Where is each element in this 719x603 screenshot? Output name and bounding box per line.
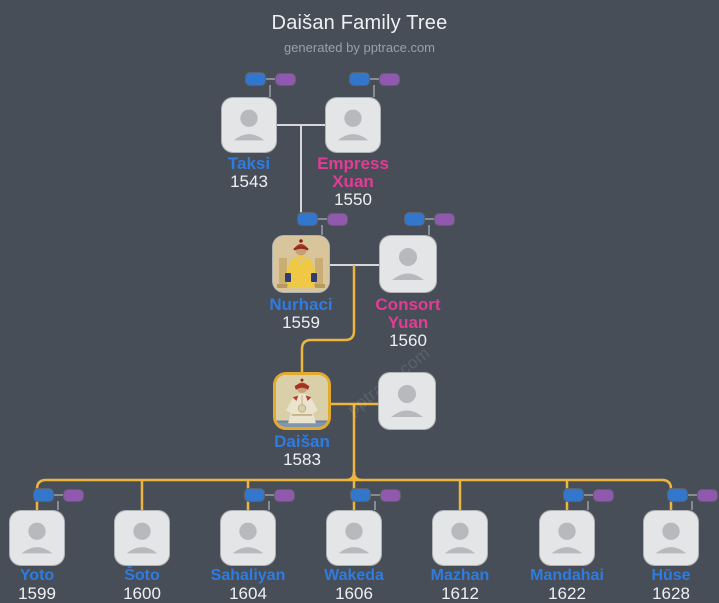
birth-year: 1543	[230, 172, 268, 191]
person-silhouette-icon	[337, 109, 369, 141]
person-silhouette-icon	[391, 385, 423, 417]
person-silhouette-icon	[655, 522, 687, 554]
badge-connector	[371, 494, 380, 496]
person-name: Yoto	[19, 567, 55, 584]
birth-year: 1583	[283, 450, 321, 469]
daisan-portrait	[276, 375, 328, 427]
birth-year: 1628	[652, 584, 690, 603]
person-card[interactable]	[273, 372, 331, 430]
person-name: Šoto	[124, 567, 160, 584]
birth-year: 1604	[229, 584, 267, 603]
badge-stub	[428, 225, 430, 235]
person-silhouette-icon	[551, 522, 583, 554]
person-silhouette-icon	[392, 248, 424, 280]
person-silhouette-icon	[232, 522, 264, 554]
person-silhouette-icon	[21, 522, 53, 554]
birth-year: 1606	[335, 584, 373, 603]
birth-year: 1622	[548, 584, 586, 603]
father-badge[interactable]	[349, 72, 370, 86]
person-silhouette-icon	[338, 522, 370, 554]
person-card[interactable]	[221, 97, 277, 153]
badge-connector	[584, 494, 593, 496]
badge-connector	[54, 494, 63, 496]
mother-badge[interactable]	[274, 489, 295, 502]
father-badge[interactable]	[33, 488, 54, 502]
person-card[interactable]	[379, 235, 437, 293]
person-card[interactable]	[643, 510, 699, 566]
badge-stub	[374, 501, 376, 510]
birth-year: 1600	[123, 584, 161, 603]
father-badge[interactable]	[563, 488, 584, 502]
mother-badge[interactable]	[380, 489, 401, 502]
person-name: Hūse	[651, 567, 691, 584]
badge-stub	[57, 501, 59, 510]
badge-connector	[425, 218, 434, 220]
person-card[interactable]	[9, 510, 65, 566]
father-badge[interactable]	[244, 488, 265, 502]
person-silhouette-icon	[126, 522, 158, 554]
mother-badge[interactable]	[379, 73, 400, 86]
page-title: Daišan Family Tree	[271, 12, 448, 34]
person-name: Taksi	[227, 154, 271, 173]
person-name: Mandahai	[530, 567, 604, 584]
badge-stub	[269, 85, 271, 97]
badge-stub	[268, 501, 270, 510]
person-card[interactable]	[378, 372, 436, 430]
nurhaci-portrait	[273, 236, 329, 292]
person-name: Wakeda	[324, 567, 384, 584]
father-badge[interactable]	[350, 488, 371, 502]
mother-badge[interactable]	[434, 213, 455, 226]
birth-year: 1599	[18, 584, 56, 603]
badge-connector	[688, 494, 697, 496]
mother-badge[interactable]	[327, 213, 348, 226]
person-card[interactable]	[539, 510, 595, 566]
person-card[interactable]	[432, 510, 488, 566]
father-badge[interactable]	[667, 488, 688, 502]
birth-year: 1550	[334, 190, 372, 209]
mother-badge[interactable]	[593, 489, 614, 502]
person-name: Sahaliyan	[210, 567, 286, 584]
person-silhouette-icon	[444, 522, 476, 554]
father-badge[interactable]	[297, 212, 318, 226]
badge-stub	[321, 225, 323, 235]
birth-year: 1559	[282, 313, 320, 332]
birth-year: 1560	[389, 331, 427, 350]
father-badge[interactable]	[245, 72, 266, 86]
person-silhouette-icon	[233, 109, 265, 141]
badge-stub	[587, 501, 589, 510]
person-name: Consort Yuan	[375, 295, 441, 332]
badge-connector	[318, 218, 327, 220]
father-badge[interactable]	[404, 212, 425, 226]
badge-stub	[373, 85, 375, 97]
person-name: Nurhaci	[269, 295, 333, 314]
mother-badge[interactable]	[697, 489, 718, 502]
person-card[interactable]	[326, 510, 382, 566]
birth-year: 1612	[441, 584, 479, 603]
badge-connector	[370, 78, 379, 80]
person-card[interactable]	[114, 510, 170, 566]
person-card[interactable]	[220, 510, 276, 566]
person-name: Empress Xuan	[317, 154, 389, 191]
page-subtitle: generated by pptrace.com	[283, 40, 436, 55]
mother-badge[interactable]	[63, 489, 84, 502]
person-card[interactable]	[272, 235, 330, 293]
mother-badge[interactable]	[275, 73, 296, 86]
person-name: Daišan	[274, 432, 330, 451]
badge-connector	[265, 494, 274, 496]
badge-connector	[266, 78, 275, 80]
person-name: Mazhan	[430, 567, 490, 584]
badge-stub	[691, 501, 693, 510]
person-card[interactable]	[325, 97, 381, 153]
